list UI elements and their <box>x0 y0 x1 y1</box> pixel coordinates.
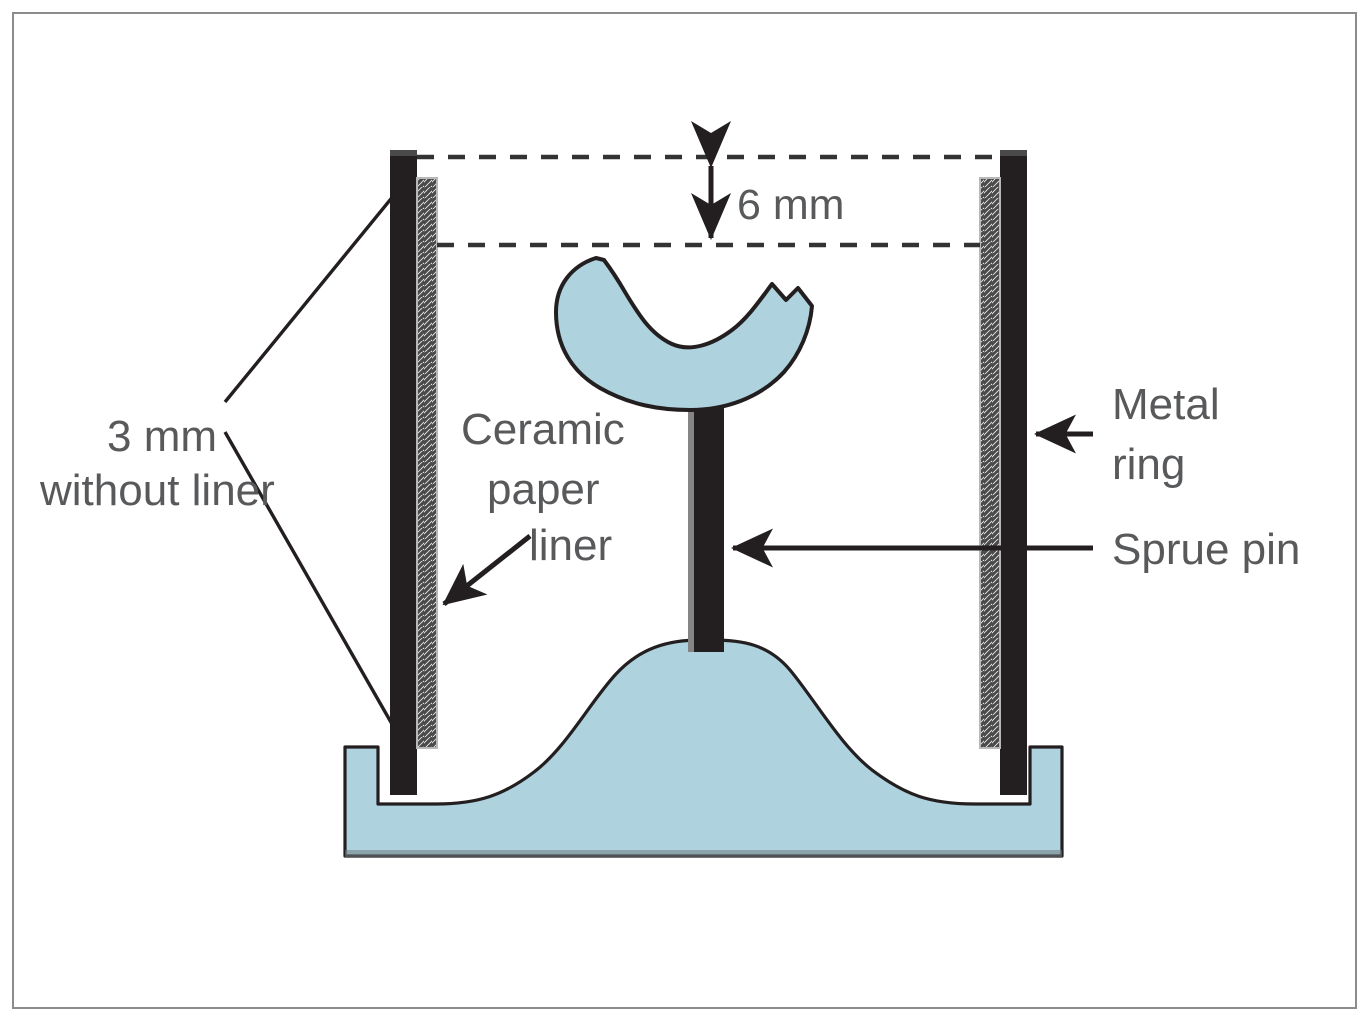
liner-label-line2: paper <box>487 465 600 514</box>
sprue-pin-label: Sprue pin <box>1112 525 1300 574</box>
wax-pattern <box>554 256 814 412</box>
crucible-former-base <box>343 638 1064 858</box>
ceramic-paper-liner-left <box>416 177 438 749</box>
metal-ring-right <box>1000 150 1027 795</box>
metal-ring-label-line2: ring <box>1112 440 1185 489</box>
dimension-6mm-label: 6 mm <box>737 181 845 229</box>
metal-ring-label-line1: Metal <box>1112 380 1220 429</box>
annotation-3mm-line1: 3 mm <box>107 412 217 461</box>
annotation-3mm-line2: without liner <box>39 466 275 515</box>
liner-label-line3: liner <box>529 521 612 570</box>
annotation-sprue-pin: Sprue pin <box>731 525 1300 574</box>
annotation-metal-ring: Metal ring <box>1034 380 1220 489</box>
annotation-3mm-without-liner: 3 mm without liner <box>39 176 410 753</box>
dimension-6mm: 6 mm <box>417 121 1000 248</box>
ceramic-paper-liner-right <box>979 177 1001 749</box>
metal-ring-left <box>390 150 417 795</box>
liner-label-line1: Ceramic <box>461 405 625 454</box>
annotation-ceramic-paper-liner: Ceramic paper liner <box>442 405 625 606</box>
